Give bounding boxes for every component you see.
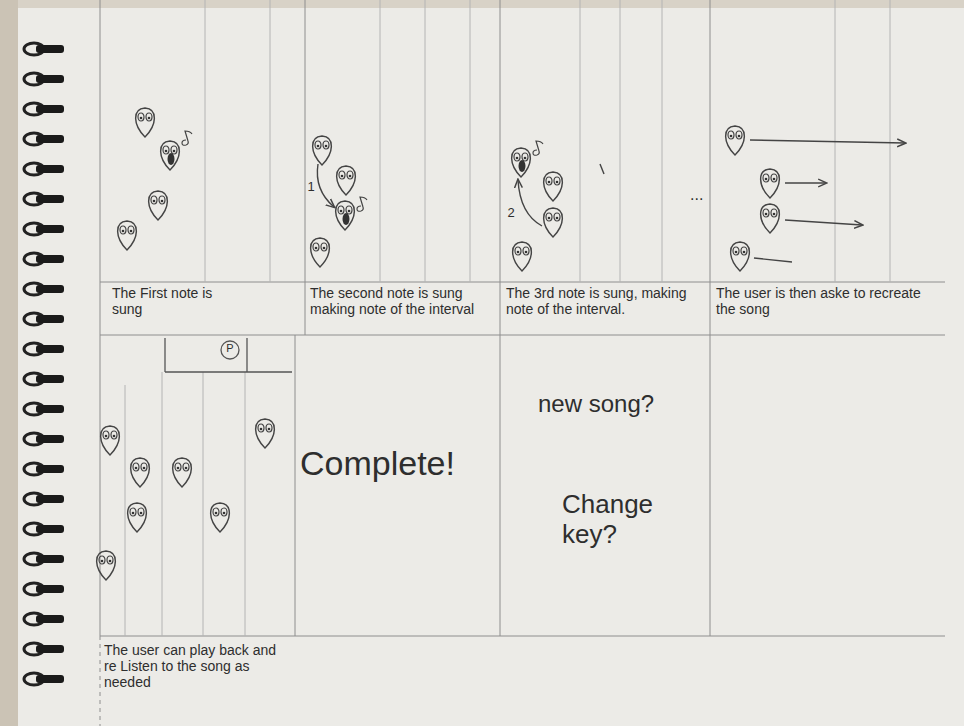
panel-caption: The user is then aske to recreate the so… — [716, 285, 938, 317]
panel-caption: The 3rd note is sung, making note of the… — [506, 285, 704, 317]
panel-caption: The second note is sung making note of t… — [310, 285, 495, 317]
paper-edge — [18, 0, 964, 8]
panel-grid — [100, 0, 945, 726]
ellipsis-mark: ... — [690, 186, 712, 204]
panel-caption: The First note is sung — [112, 285, 232, 317]
prompt-text: Change key? — [562, 490, 672, 550]
spiral-binding — [24, 43, 64, 685]
status-text: Complete! — [300, 444, 495, 483]
play-symbol: P — [222, 342, 238, 355]
motion-arrows — [317, 140, 905, 262]
callout-number: 1 — [305, 180, 317, 195]
paper — [18, 0, 964, 726]
playback-bracket — [165, 338, 292, 372]
callout-number: 2 — [505, 206, 517, 221]
panel-caption: The user can play back and re Listen to … — [104, 642, 279, 690]
note-characters — [97, 108, 780, 580]
prompt-text: new song? — [538, 390, 698, 418]
staff-guides — [125, 0, 890, 636]
